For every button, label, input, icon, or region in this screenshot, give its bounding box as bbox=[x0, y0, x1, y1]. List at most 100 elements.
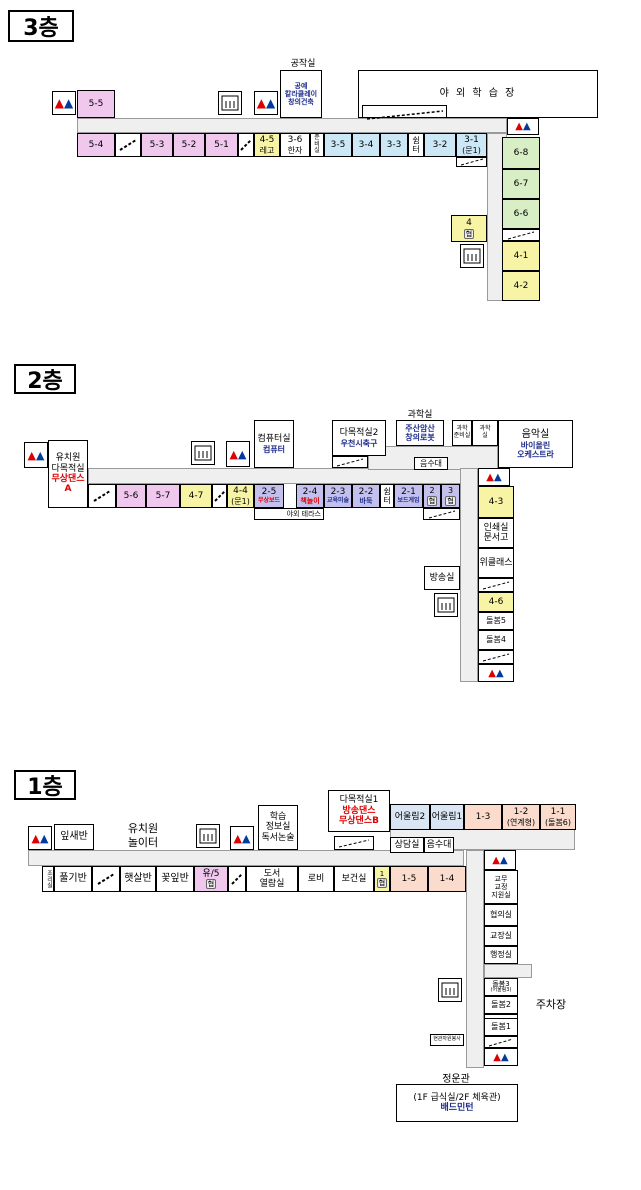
room-4-7[interactable]: 4-7 bbox=[180, 484, 212, 508]
room-care-3[interactable]: 돌봄3(어울림3) bbox=[484, 978, 518, 996]
room-1-4[interactable]: 1-4 bbox=[428, 866, 466, 892]
stairs-icon bbox=[423, 508, 460, 520]
room-health[interactable]: 보건실 bbox=[334, 866, 374, 892]
room-3-3[interactable]: 3-3 bbox=[380, 133, 408, 157]
room-4-3[interactable]: 4-3 bbox=[478, 486, 514, 518]
room-3-4[interactable]: 3-4 bbox=[352, 133, 380, 157]
room-harmony-1[interactable]: 어울림1 bbox=[430, 804, 464, 830]
room-admin[interactable]: 행정실 bbox=[484, 946, 518, 964]
room-harmony-2[interactable]: 어울림2 bbox=[390, 804, 430, 830]
room-5-7[interactable]: 5-7 bbox=[146, 484, 180, 508]
room-care-2[interactable]: 돌봄2 bbox=[484, 996, 518, 1014]
room-5-5[interactable]: 5-5 bbox=[77, 90, 115, 118]
stairs-icon bbox=[478, 578, 514, 592]
room-broadcast[interactable]: 방송실 bbox=[424, 566, 460, 590]
room-care-1[interactable]: 돌봄1 bbox=[484, 1018, 518, 1036]
room-teachers[interactable]: 교무 교정 지원실 bbox=[484, 870, 518, 904]
room-5-4[interactable]: 5-4 bbox=[77, 133, 115, 157]
room-print[interactable]: 인쇄실 문서고 bbox=[478, 518, 514, 548]
room-3-5[interactable]: 3-5 bbox=[324, 133, 352, 157]
room-5-6[interactable]: 5-6 bbox=[116, 484, 146, 508]
room-1-3[interactable]: 1-3 bbox=[464, 804, 502, 830]
room-gym[interactable]: (1F 급식실/2F 체육관)배드민턴 bbox=[396, 1084, 518, 1122]
stairs-icon bbox=[334, 836, 374, 850]
room-4-2[interactable]: 4-2 bbox=[502, 271, 540, 301]
room-science-annex[interactable]: 과학 실 bbox=[472, 420, 498, 446]
restroom-icon: ▲▲ bbox=[484, 850, 516, 870]
elevator-icon bbox=[218, 91, 242, 115]
room-counsel[interactable]: 상담실 bbox=[390, 837, 424, 853]
water-fountain-1[interactable]: 음수대 bbox=[424, 837, 454, 853]
water-fountain[interactable]: 음수대 bbox=[414, 457, 448, 470]
room-library[interactable]: 도서 열람실 bbox=[246, 866, 298, 892]
room-1-1[interactable]: 1-1(돌봄6) bbox=[540, 804, 576, 830]
rest-area[interactable]: 쉼 터 bbox=[408, 133, 424, 157]
kindergarten-playground: 유치원 놀이터 bbox=[127, 822, 159, 849]
room-principal[interactable]: 교장실 bbox=[484, 926, 518, 946]
stairs-icon bbox=[92, 866, 120, 892]
room-care-4[interactable]: 돌봄4 bbox=[478, 630, 514, 650]
restroom-icon: ▲▲ bbox=[254, 91, 278, 115]
room-grass-class[interactable]: 풀기반 bbox=[54, 866, 92, 892]
room-studio[interactable]: 공예 칼라클레이 창의건축 bbox=[280, 70, 322, 118]
room-sunshine-class[interactable]: 햇살반 bbox=[120, 866, 156, 892]
stairs-icon bbox=[502, 229, 540, 241]
parking-lot: 주차장 bbox=[535, 998, 567, 1011]
room-6-7[interactable]: 6-7 bbox=[502, 169, 540, 199]
rest-area-2[interactable]: 쉼 터 bbox=[380, 484, 394, 508]
outdoor-terrace[interactable]: 야외 테라스 bbox=[254, 508, 324, 520]
room-1-5[interactable]: 1-5 bbox=[390, 866, 428, 892]
restroom-icon: ▲▲ bbox=[507, 118, 539, 135]
restroom-icon: ▲▲ bbox=[226, 441, 250, 467]
room-science[interactable]: 주산암산 창의로봇 bbox=[396, 420, 444, 446]
room-6-8[interactable]: 6-8 bbox=[502, 137, 540, 169]
gym-title: 정운관 bbox=[442, 1074, 470, 1085]
room-6-6[interactable]: 6-6 bbox=[502, 199, 540, 229]
room-kindergarten-multipurpose[interactable]: 유치원 다목적실 무상댄스 A bbox=[48, 440, 88, 508]
room-4-1[interactable]: 4-1 bbox=[502, 241, 540, 271]
room-entrance-volunteer[interactable]: 현관자원봉사 bbox=[430, 1034, 464, 1046]
room-lobby[interactable]: 로비 bbox=[298, 866, 334, 892]
room-5-3[interactable]: 5-3 bbox=[141, 133, 173, 157]
room-meeting[interactable]: 협의실 bbox=[484, 904, 518, 926]
room-supply[interactable]: 준 비 실 bbox=[310, 133, 324, 157]
floor1-label: 1층 bbox=[14, 770, 76, 800]
room-3-1[interactable]: 3-1(문1) bbox=[456, 133, 487, 157]
room-1-2[interactable]: 1-2(연계형) bbox=[502, 804, 540, 830]
science-title: 과학실 bbox=[407, 410, 433, 420]
room-learning-info[interactable]: 학습 정보실 독서논술 bbox=[258, 805, 298, 850]
room-leaf-class[interactable]: 잎새반 bbox=[54, 824, 94, 850]
room-wee-class[interactable]: 위클래스 bbox=[478, 548, 514, 578]
room-5-1[interactable]: 5-1 bbox=[205, 133, 238, 157]
elevator-icon bbox=[191, 441, 215, 465]
room-5-2[interactable]: 5-2 bbox=[173, 133, 205, 157]
room-care-5[interactable]: 돌봄5 bbox=[478, 612, 514, 630]
room-kitchen[interactable]: 조리실 bbox=[42, 866, 54, 892]
studio-title: 공작실 bbox=[290, 59, 316, 69]
room-4-6[interactable]: 4-6 bbox=[478, 592, 514, 612]
room-science-prep[interactable]: 과학 준비실 bbox=[452, 420, 472, 446]
stairs-icon bbox=[238, 133, 254, 157]
outdoor-learning-area[interactable]: 야 외 학 습 장 bbox=[358, 70, 598, 118]
floor2-label: 2층 bbox=[14, 364, 76, 394]
room-petal-class[interactable]: 꽃잎반 bbox=[156, 866, 194, 892]
stairs-icon bbox=[228, 866, 246, 892]
room-3-2[interactable]: 3-2 bbox=[424, 133, 456, 157]
room-4-4[interactable]: 4-4(문1) bbox=[227, 484, 254, 508]
